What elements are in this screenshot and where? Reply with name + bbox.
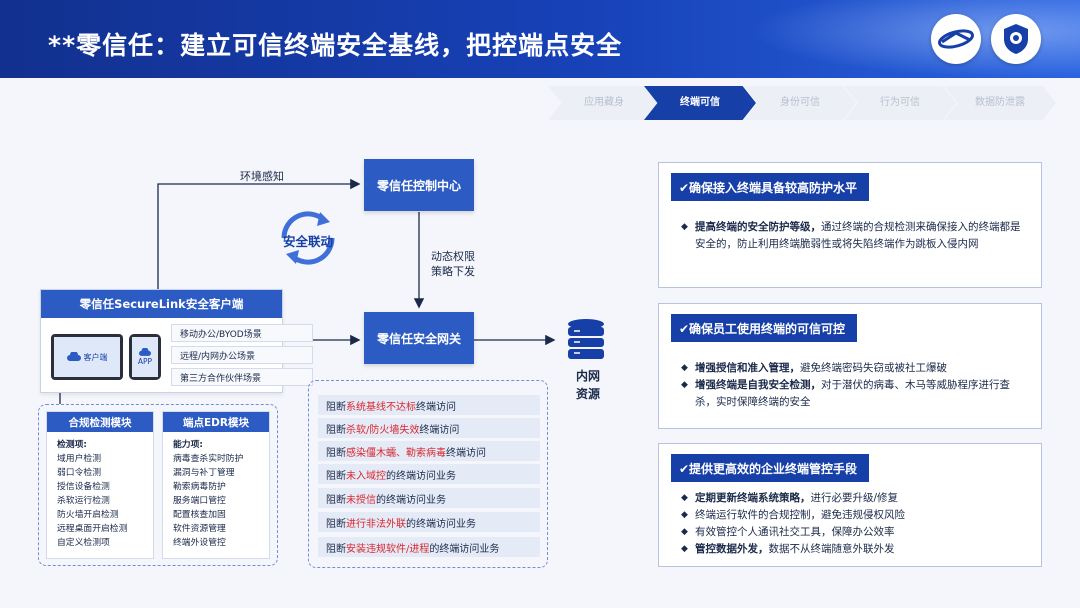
compliance-module: 合规检测模块 检测项: 域用户检测 弱口令检测 授信设备检测 杀软运行检测 防火…	[46, 411, 154, 559]
block-rules-frame	[308, 380, 548, 568]
step-identity-trust: 身份可信	[744, 86, 856, 120]
block-rule: 阻断安装违规软件/进程的终端访问业务	[318, 537, 540, 557]
compliance-item: 远程桌面开启检测	[57, 524, 128, 534]
block-rule: 阻断未授信的终端访问业务	[318, 488, 540, 508]
cycle-arrows-icon	[272, 202, 344, 274]
step-data-leak-prevention: 数据防泄露	[944, 86, 1056, 120]
compliance-item: 杀软运行检测	[57, 496, 110, 506]
panel-title: ✔确保接入终端具备较高防护水平	[671, 173, 870, 201]
progress-steps: 应用藏身 终端可信 身份可信 行为可信 数据防泄露	[548, 86, 1056, 120]
block-rule: 阻断杀软/防火墙失效终端访问	[318, 418, 540, 438]
database-icon	[566, 318, 606, 362]
compliance-item: 自定义检测项	[57, 538, 110, 548]
env-sense-label: 环境感知	[240, 170, 284, 183]
policy-label: 动态权限 策略下发	[431, 250, 475, 278]
compliance-item: 域用户检测	[57, 454, 101, 464]
phone-icon: APP	[129, 334, 161, 380]
securelink-client: 零信任SecureLink安全客户端 客户端 APP 移动办公/BYOD场景 远…	[40, 289, 313, 393]
edr-title: 端点EDR模块	[163, 412, 269, 432]
client-app-label: APP	[137, 357, 153, 366]
block-rule: 阻断进行非法外联的终端访问业务	[318, 512, 540, 532]
scenario-item: 远程/内网办公场景	[171, 346, 313, 364]
linkage-label: 安全联动	[283, 234, 334, 249]
edr-item: 终端外设管控	[173, 538, 226, 548]
edr-item: 漏洞与补丁管理	[173, 468, 235, 478]
control-center-box: 零信任控制中心	[364, 159, 474, 211]
panel-protection-level: ✔确保接入终端具备较高防护水平 ◆提高终端的安全防护等级，通过终端的合规检测来确…	[658, 162, 1042, 288]
client-pc-label: 客户端	[83, 352, 108, 362]
compliance-head: 检测项:	[57, 440, 87, 450]
shield-logo-icon	[991, 14, 1041, 64]
zero-trust-logo-icon	[931, 14, 981, 64]
page-title: **零信任：建立可信终端安全基线，把控端点安全	[48, 31, 623, 60]
panel-trusted-usage: ✔确保员工使用终端的可信可控 ◆增强授信和准入管理，避免终端密码失窃或被社工爆破…	[658, 303, 1042, 429]
edr-item: 勒索病毒防护	[173, 482, 226, 492]
compliance-item: 防火墙开启检测	[57, 510, 119, 520]
client-title: 零信任SecureLink安全客户端	[41, 290, 282, 318]
edr-item: 病毒查杀实时防护	[173, 454, 244, 464]
laptop-icon: 客户端	[51, 334, 123, 380]
step-app-hiding: 应用藏身	[548, 86, 660, 120]
edr-module: 端点EDR模块 能力项: 病毒查杀实时防护 漏洞与补丁管理 勒索病毒防护 服务端…	[162, 411, 270, 559]
scenario-item: 第三方合作伙伴场景	[171, 368, 313, 386]
block-rule: 阻断感染僵木蠕、勒索病毒终端访问	[318, 441, 540, 461]
compliance-item: 弱口令检测	[57, 468, 101, 478]
compliance-item: 授信设备检测	[57, 482, 110, 492]
scenario-item: 移动办公/BYOD场景	[171, 324, 313, 342]
panel-efficient-control: ✔提供更高效的企业终端管控手段 ◆定期更新终端系统策略，进行必要升级/修复 ◆终…	[658, 443, 1042, 567]
edr-item: 配置核查加固	[173, 510, 226, 520]
edr-item: 软件资源管理	[173, 524, 226, 534]
panel-title: ✔确保员工使用终端的可信可控	[671, 314, 858, 342]
edr-item: 服务端口管控	[173, 496, 226, 506]
panel-title: ✔提供更高效的企业终端管控手段	[671, 454, 870, 482]
step-terminal-trust: 终端可信	[644, 86, 756, 120]
step-behavior-trust: 行为可信	[844, 86, 956, 120]
resource-label: 内网 资源	[575, 369, 600, 401]
gateway-box: 零信任安全网关	[364, 312, 474, 364]
block-rule: 阻断系统基线不达标终端访问	[318, 395, 540, 415]
block-rule: 阻断未入域控的终端访问业务	[318, 464, 540, 484]
compliance-title: 合规检测模块	[47, 412, 153, 432]
edr-head: 能力项:	[173, 440, 203, 450]
modules-frame	[38, 404, 278, 566]
